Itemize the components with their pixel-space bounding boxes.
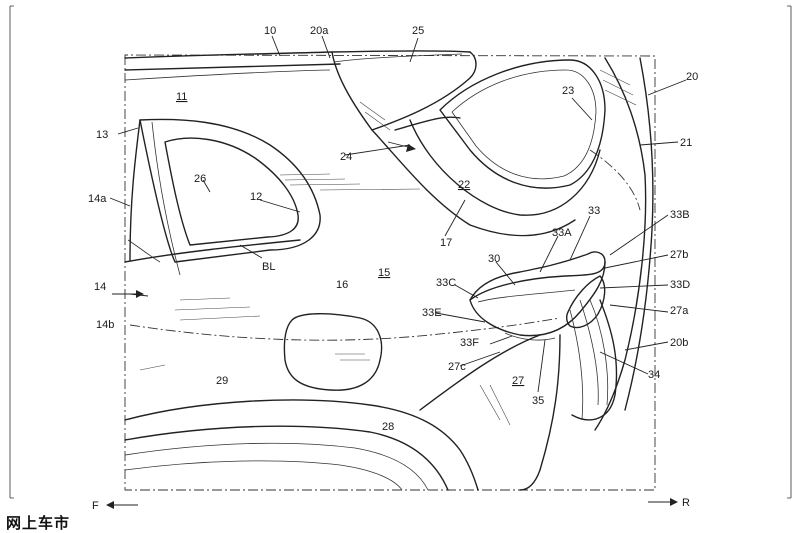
label-27a: 27a <box>670 305 689 317</box>
pillar-13-inner <box>151 121 181 276</box>
roof-line-inner <box>124 69 331 81</box>
pillar-lower-curve <box>371 129 576 237</box>
label-33E: 33E <box>422 307 442 319</box>
side-window-frame <box>139 118 321 263</box>
lamp-inner-line <box>477 289 576 303</box>
label-33D: 33D <box>670 279 690 291</box>
leader-lines <box>109 35 687 393</box>
label-29: 29 <box>216 375 228 387</box>
tire-28-inner <box>124 460 403 491</box>
direction-front-label: F <box>92 500 99 512</box>
hatching <box>139 69 637 426</box>
label-23: 23 <box>562 85 574 97</box>
label-20b: 20b <box>670 337 688 349</box>
rear-boundary-dash <box>589 149 641 211</box>
label-30: 30 <box>488 253 500 265</box>
rear-panel-25 <box>331 51 477 131</box>
watermark: 网上车市 <box>6 514 71 532</box>
label-27c: 27c <box>448 361 466 373</box>
label-33: 33 <box>588 205 600 217</box>
label-BL: BL <box>262 261 275 273</box>
bumper-contour-2 <box>589 299 609 406</box>
view-boundary <box>124 54 656 491</box>
rear-pillar-20 <box>594 57 647 431</box>
pillar-22-inner <box>409 119 601 216</box>
label-22: 22 <box>458 179 470 191</box>
label-35: 35 <box>532 395 544 407</box>
tire-28-outer <box>124 442 429 491</box>
label-10: 10 <box>264 25 276 37</box>
label-17: 17 <box>440 237 452 249</box>
label-34: 34 <box>648 369 660 381</box>
side-window-26 <box>164 137 299 246</box>
bumper-27-rear <box>519 334 561 491</box>
rear-window-inner <box>451 69 597 180</box>
label-25: 25 <box>412 25 424 37</box>
label-12: 12 <box>250 191 262 203</box>
label-33F: 33F <box>460 337 479 349</box>
wheel-arch-29 <box>124 399 479 491</box>
lamp-33D <box>565 275 606 329</box>
belt-line-front <box>127 239 161 263</box>
reference-labels: 10 20a 25 20 11 23 13 21 24 26 22 14a 12… <box>88 25 698 512</box>
direction-rear-label: R <box>682 497 690 509</box>
label-15: 15 <box>378 267 390 279</box>
rear-panel-inner <box>333 53 463 63</box>
bumper-27a <box>571 299 618 421</box>
label-26: 26 <box>194 173 206 185</box>
rear-edge-21 <box>624 57 654 411</box>
label-33B: 33B <box>670 209 690 221</box>
label-24: 24 <box>340 151 352 163</box>
label-13: 13 <box>96 129 108 141</box>
rear-window-23 <box>439 59 606 189</box>
label-21: 21 <box>680 137 692 149</box>
label-27b: 27b <box>670 249 688 261</box>
frame-left-bracket <box>9 5 14 499</box>
wheel-arch-lip <box>124 425 449 491</box>
label-14: 14 <box>94 281 106 293</box>
bumper-contour-3 <box>569 309 584 421</box>
label-16: 16 <box>336 279 348 291</box>
roof-line-lower <box>124 63 341 71</box>
bumper-contour-1 <box>579 299 599 406</box>
pillar-13 <box>129 119 141 261</box>
roof-edge <box>124 50 471 59</box>
label-28: 28 <box>382 421 394 433</box>
direction-arrows <box>106 141 678 509</box>
lamp-33-lower <box>469 261 606 337</box>
panel-27-edge <box>419 334 541 411</box>
label-27: 27 <box>512 375 524 387</box>
belt-line <box>124 239 301 263</box>
label-20a: 20a <box>310 25 329 37</box>
lamp-33-upper <box>469 251 606 301</box>
label-14b: 14b <box>96 319 114 331</box>
label-33A: 33A <box>552 227 572 239</box>
label-33C: 33C <box>436 277 456 289</box>
character-line <box>129 317 561 341</box>
fuel-lid-16 <box>283 313 383 391</box>
label-14a: 14a <box>88 193 107 205</box>
label-20: 20 <box>686 71 698 83</box>
label-11: 11 <box>176 91 187 103</box>
frame-right-bracket <box>787 5 792 499</box>
